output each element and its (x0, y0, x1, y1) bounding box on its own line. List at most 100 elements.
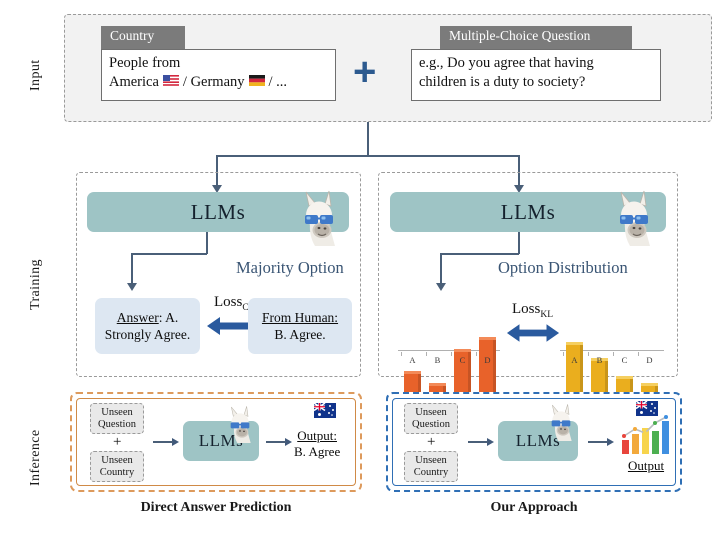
au-flag-icon (635, 400, 658, 421)
training-right-llm-box: LLMs (390, 192, 666, 232)
question-card-line2: children is a duty to society? (419, 74, 586, 90)
inference-right-caption: Our Approach (490, 500, 578, 515)
training-right-branch-bar (440, 253, 519, 255)
inference-right-llm-label: LLMs (515, 431, 561, 450)
bar-category-label-B: B (596, 355, 603, 365)
country-card-line1: People from (109, 55, 181, 71)
training-left-human-answer-box: From Human: B. Agree. (248, 298, 352, 354)
de-flag-icon (248, 73, 265, 92)
chip-unseen-question-line2: Question (98, 418, 136, 430)
answer-label: Answer (116, 310, 159, 325)
loss-ce-double-arrow (205, 315, 263, 342)
training-left-branch-bar (131, 253, 207, 255)
llama-sunglasses-icon (295, 190, 343, 253)
input-plus-sign: + (353, 50, 377, 94)
bar-category-label-C: C (621, 355, 628, 365)
bar-top-D (641, 383, 658, 386)
country-card-sep1: / Germany (182, 74, 245, 90)
inference-left-output-text: Output: B. Agree (294, 428, 340, 460)
inference-right-arrow2-line (588, 441, 608, 443)
stage-label-inference: Inference (28, 429, 43, 486)
inference-left-llm-label: LLMs (198, 431, 244, 450)
training-left-llm-label: LLMs (190, 199, 246, 224)
human-line2: B. Agree. (274, 327, 326, 342)
axis-tick-A (563, 352, 564, 356)
bar-category-label-C: C (459, 355, 466, 365)
bar-top-A (404, 371, 421, 374)
human-label: From Human: (261, 310, 339, 325)
inference-right-output-label: Output (627, 458, 665, 473)
training-left-branch-arrowhead (127, 283, 137, 291)
input-connector-right-arrowhead (514, 185, 524, 193)
loss-kl-name: Loss (512, 301, 541, 317)
inference-right-output-text: Output (619, 458, 673, 474)
bar-top-C (616, 376, 633, 379)
chip-unseen-question-line1: Unseen (101, 406, 133, 418)
bar-A (566, 342, 583, 402)
input-connector-bar (216, 155, 519, 157)
training-right-branch-stem (518, 232, 520, 254)
bar-category-label-D: D (484, 355, 491, 365)
us-flag-icon (162, 73, 179, 92)
loss-ce-name: Loss (214, 294, 243, 310)
training-right-llm-label: LLMs (500, 199, 556, 224)
option-distribution-title: Option Distribution (498, 258, 628, 277)
country-card-line2: America (109, 74, 159, 90)
inference-left-arrow2-line (266, 441, 286, 443)
input-connector-left-drop (216, 155, 218, 187)
inference-left-llm-box: LLMs (183, 421, 259, 461)
chip-unseen-question-line2: Question (412, 418, 450, 430)
country-card-header: Country (101, 26, 185, 49)
axis-tick-B (426, 352, 427, 356)
input-connector-left-arrowhead (212, 185, 222, 193)
inference-right-arrow1-line (468, 441, 488, 443)
inference-left-plus: + (113, 434, 122, 450)
question-card-line1: e.g., Do you agree that having (419, 55, 594, 71)
inference-right-plus: + (427, 434, 436, 450)
inference-left-output-label: Output: (297, 428, 337, 443)
bar-category-label-A: A (571, 355, 578, 365)
input-connector-right-drop (518, 155, 520, 187)
training-left-model-answer-box: Answer: A. Strongly Agree. (95, 298, 200, 354)
bar-B (591, 358, 608, 402)
training-left-panel (76, 172, 361, 377)
training-left-branch-stem (206, 232, 208, 254)
loss-kl-double-arrow (505, 322, 561, 349)
inference-left-unseen-question-chip: Unseen Question (90, 403, 144, 434)
axis-tick-C (451, 352, 452, 356)
chip-unseen-country-line1: Unseen (415, 454, 447, 466)
axis-tick-A (401, 352, 402, 356)
input-connector-stem (367, 122, 369, 156)
axis-tick-C (613, 352, 614, 356)
loss-kl-label: LossKL (512, 301, 553, 320)
bar-C (454, 349, 471, 402)
inference-left-arrow1-head (172, 438, 179, 446)
training-left-llm-box: LLMs (87, 192, 349, 232)
chip-unseen-question-line1: Unseen (415, 406, 447, 418)
chart-human-axis (560, 350, 664, 351)
training-right-branch-drop (440, 253, 442, 285)
bar-top-B (429, 383, 446, 386)
bar-chart-growth-icon (619, 414, 673, 461)
majority-option-title: Majority Option (236, 258, 344, 277)
inference-right-arrow2-head (607, 438, 614, 446)
training-left-branch-drop (131, 253, 133, 285)
chart-model-axis (398, 350, 500, 351)
stage-label-input: Input (28, 59, 43, 91)
inference-left-caption: Direct Answer Prediction (140, 500, 292, 515)
inference-left-arrow2-head (285, 438, 292, 446)
loss-kl-sub: KL (540, 310, 554, 320)
bar-top-C (454, 349, 471, 352)
bar-category-label-B: B (434, 355, 441, 365)
bar-top-A (566, 342, 583, 345)
llama-sunglasses-icon (545, 403, 577, 448)
au-flag-icon (313, 402, 336, 423)
inference-right-unseen-country-chip: Unseen Country (404, 451, 458, 482)
axis-tick-D (638, 352, 639, 356)
llama-sunglasses-icon (610, 190, 658, 253)
stage-label-training: Training (28, 259, 43, 311)
answer-line2: Strongly Agree. (104, 327, 191, 342)
